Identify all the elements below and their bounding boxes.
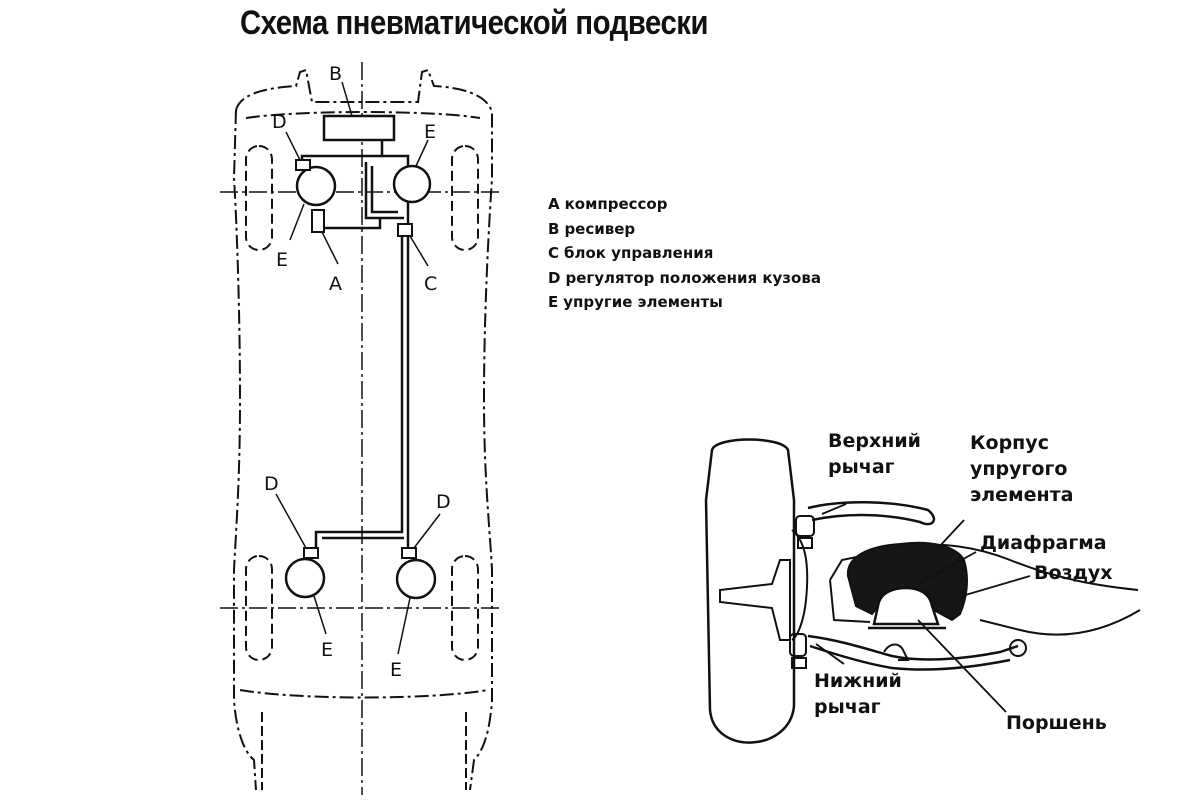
label-housing-line1: Корпус: [970, 432, 1049, 454]
elastic-element-front-left: [295, 165, 337, 207]
hub: [719, 559, 791, 641]
marker-a: A: [329, 273, 342, 295]
marker-e-front-right: E: [424, 121, 436, 143]
level-regulator-front: [295, 159, 311, 171]
label-upper-arm: Верхний рычаг: [828, 428, 921, 480]
car-schematic: B D E E A C D D E E: [220, 62, 500, 795]
label-lower-arm-line1: Нижний: [814, 670, 902, 692]
elastic-element-front-right: [392, 164, 432, 204]
label-upper-arm-line1: Верхний: [828, 430, 921, 452]
label-air: Воздух: [1034, 562, 1113, 584]
upper-bolt: [797, 537, 813, 549]
label-housing-line2: упругого: [970, 458, 1068, 480]
car-hood-line: [245, 111, 481, 119]
car-marker-letters: B D E E A C D D E E: [264, 63, 451, 681]
wheel-rear-right: [451, 555, 479, 661]
marker-e-rear-right: E: [390, 659, 402, 681]
label-lower-arm-line2: рычаг: [814, 696, 881, 718]
level-regulator-rear-left: [303, 547, 319, 559]
label-housing: Корпус упругого элемента: [970, 430, 1073, 508]
marker-e-rear-left: E: [321, 639, 333, 661]
receiver-b: [322, 114, 396, 142]
leader-lines: [275, 81, 441, 655]
upper-arm: [807, 501, 936, 526]
lower-bolt: [791, 657, 807, 669]
lower-ball-joint: [789, 633, 807, 657]
marker-e-front-left: E: [276, 249, 288, 271]
marker-c: C: [424, 273, 437, 295]
label-housing-line3: элемента: [970, 484, 1074, 506]
marker-b: B: [329, 63, 342, 85]
suspension-detail: [704, 438, 1141, 744]
car-rear-line: [239, 689, 489, 699]
marker-d-rear-left: D: [264, 473, 279, 495]
elastic-element-rear-right: [395, 558, 437, 600]
wheel-rear-left: [245, 555, 273, 661]
control-block-c: [397, 223, 413, 237]
label-diaphragm: Диафрагма: [980, 532, 1107, 554]
label-piston: Поршень: [1006, 712, 1107, 734]
wheel-front-left: [245, 145, 273, 251]
level-regulator-rear-right: [401, 547, 417, 559]
detail-leader-lines: [815, 503, 1031, 713]
elastic-element-rear-left: [284, 557, 326, 599]
marker-d-front: D: [272, 111, 287, 133]
label-lower-arm: Нижний рычаг: [814, 668, 902, 720]
piston-mount: [883, 643, 910, 661]
upper-ball-joint: [795, 515, 815, 537]
lower-arm-bushing: [1009, 639, 1027, 657]
tyre: [704, 438, 796, 744]
diagram-title: Схема пневматической подвески: [240, 4, 709, 42]
compressor-a: [311, 209, 325, 233]
car-body-outline: [232, 68, 493, 791]
wheel-front-right: [451, 145, 479, 251]
steering-knuckle: [791, 529, 809, 641]
piston: [872, 586, 940, 626]
marker-d-rear-right: D: [436, 491, 451, 513]
lower-arm: [807, 634, 1019, 671]
label-upper-arm-line2: рычаг: [828, 456, 895, 478]
